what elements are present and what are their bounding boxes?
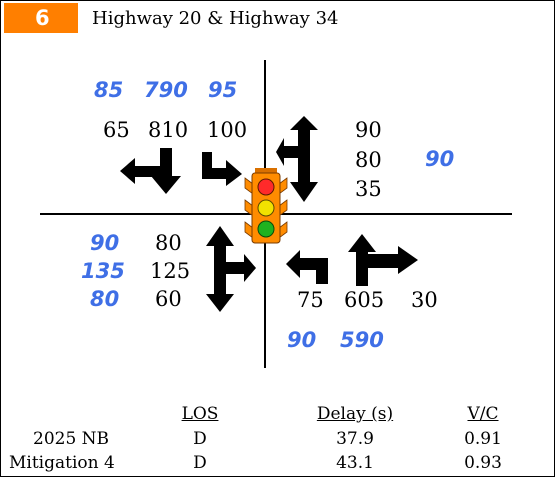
nb-left-volume: 75 — [297, 288, 324, 312]
scenario-2025-nb-vc: 0.91 — [464, 429, 502, 449]
vc-column-header: V/C — [467, 404, 499, 424]
scenario-mitigation-4-label: Mitigation 4 — [9, 453, 115, 473]
intersection-title: Highway 20 & Highway 34 — [92, 8, 339, 29]
eb-right-mitigation-volume: 80 — [90, 287, 120, 311]
scenario-2025-nb-delay: 37.9 — [336, 429, 374, 449]
traffic-signal-icon — [244, 168, 288, 244]
sb-left-volume: 65 — [103, 118, 130, 142]
sb-right-volume: 100 — [207, 118, 248, 142]
scenario-2025-nb-los: D — [193, 429, 207, 449]
los-column-header: LOS — [181, 404, 219, 424]
nb-right-volume: 30 — [411, 288, 438, 312]
wb-right-volume: 35 — [355, 177, 382, 201]
wb-through-mitigation-volume: 90 — [425, 147, 455, 171]
eb-left-mitigation-volume: 90 — [90, 231, 120, 255]
nb-through-right-arrow-icon — [348, 234, 418, 286]
nb-through-volume: 605 — [344, 288, 385, 312]
sb-right-turn-arrow-icon — [202, 152, 242, 186]
wb-left-volume: 90 — [355, 118, 382, 142]
sb-through-volume: 810 — [148, 118, 189, 142]
sb-through-mitigation-volume: 790 — [144, 78, 188, 102]
scenario-mitigation-4-delay: 43.1 — [336, 453, 374, 473]
wb-all-movements-arrow-icon — [276, 116, 318, 202]
scenario-2025-nb-label: 2025 NB — [33, 429, 110, 449]
nb-through-mitigation-volume: 590 — [340, 328, 384, 352]
eb-right-volume: 60 — [155, 287, 182, 311]
scenario-mitigation-4-los: D — [193, 453, 207, 473]
nb-left-mitigation-volume: 90 — [287, 328, 317, 352]
eb-left-volume: 80 — [155, 231, 182, 255]
intersection-number-badge: 6 — [4, 3, 78, 33]
scenario-mitigation-4-vc: 0.93 — [464, 453, 502, 473]
eb-all-movements-arrow-icon — [206, 226, 256, 312]
sb-right-mitigation-volume: 95 — [208, 78, 238, 102]
wb-through-volume: 80 — [355, 148, 382, 172]
eb-through-volume: 125 — [150, 259, 191, 283]
sb-left-mitigation-volume: 85 — [94, 78, 124, 102]
sb-left-through-arrow-icon — [120, 148, 181, 194]
eb-through-mitigation-volume: 135 — [81, 259, 125, 283]
nb-left-turn-arrow-icon — [286, 250, 328, 284]
delay-column-header: Delay (s) — [316, 404, 394, 424]
